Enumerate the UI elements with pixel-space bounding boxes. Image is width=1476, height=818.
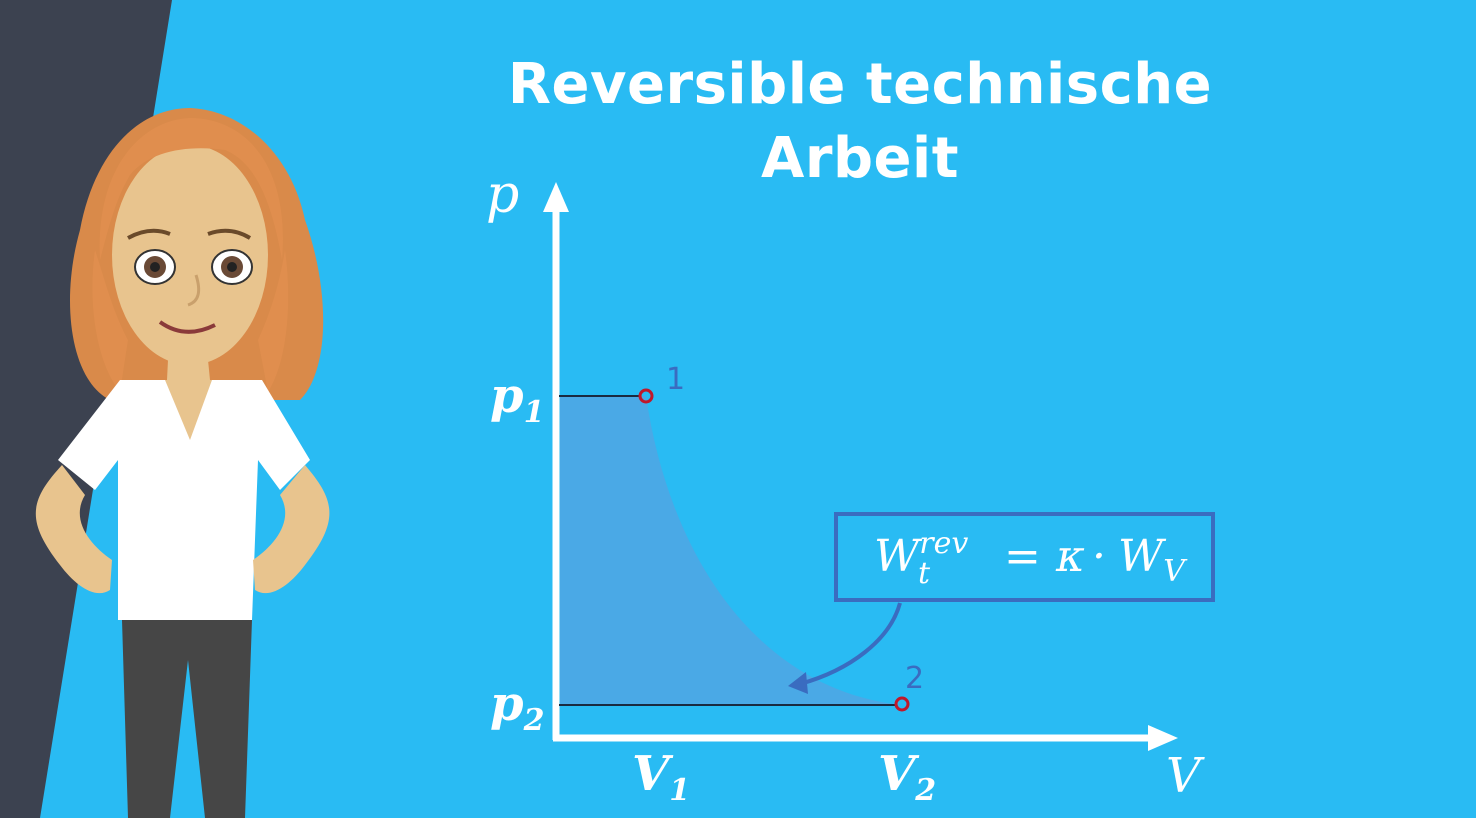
x-axis-label: V <box>1166 748 1205 804</box>
pointer-arrowhead <box>788 672 808 694</box>
V1-tick-sub: 1 <box>669 773 690 808</box>
character-illustration <box>35 108 330 818</box>
page-title: Reversible technische Arbeit <box>470 48 1250 196</box>
formula-w2: W <box>1118 531 1167 582</box>
y-axis-arrow <box>543 182 569 212</box>
formula-sup-rev: rev <box>919 526 968 561</box>
formula-sub-t: t <box>918 556 931 591</box>
p2-tick-sub: 2 <box>523 703 545 738</box>
V1-tick-label: V1 <box>632 746 690 808</box>
state-point-1-label: 1 <box>666 362 685 397</box>
formula-dot: · <box>1092 531 1106 582</box>
y-axis-label: p <box>486 165 519 225</box>
V2-tick-base: V <box>878 746 920 802</box>
p1-tick-base: p <box>490 368 524 424</box>
state-point-1-marker <box>638 388 654 404</box>
formula-w: W <box>874 531 923 582</box>
p1-tick-sub: 1 <box>524 395 545 430</box>
formula-sub-v: V <box>1163 554 1188 589</box>
p2-tick-label: p2 <box>490 676 544 738</box>
V1-tick-base: V <box>632 746 674 802</box>
title-line-2: Arbeit <box>761 126 959 191</box>
state-point-2-marker <box>894 696 910 712</box>
p1-tick-label: p1 <box>490 368 544 430</box>
work-area <box>560 396 902 705</box>
title-line-1: Reversible technische <box>507 52 1213 117</box>
state-point-2-label: 2 <box>905 661 924 696</box>
formula-box <box>834 512 1215 602</box>
V2-tick-label: V2 <box>878 746 936 808</box>
p2-tick-base: p <box>490 676 524 732</box>
x-axis-arrow <box>1148 725 1178 751</box>
formula-equals: = <box>1004 531 1041 582</box>
V2-tick-sub: 2 <box>914 773 936 808</box>
formula-kappa: κ <box>1055 531 1085 582</box>
pointer-arrow <box>799 602 902 686</box>
